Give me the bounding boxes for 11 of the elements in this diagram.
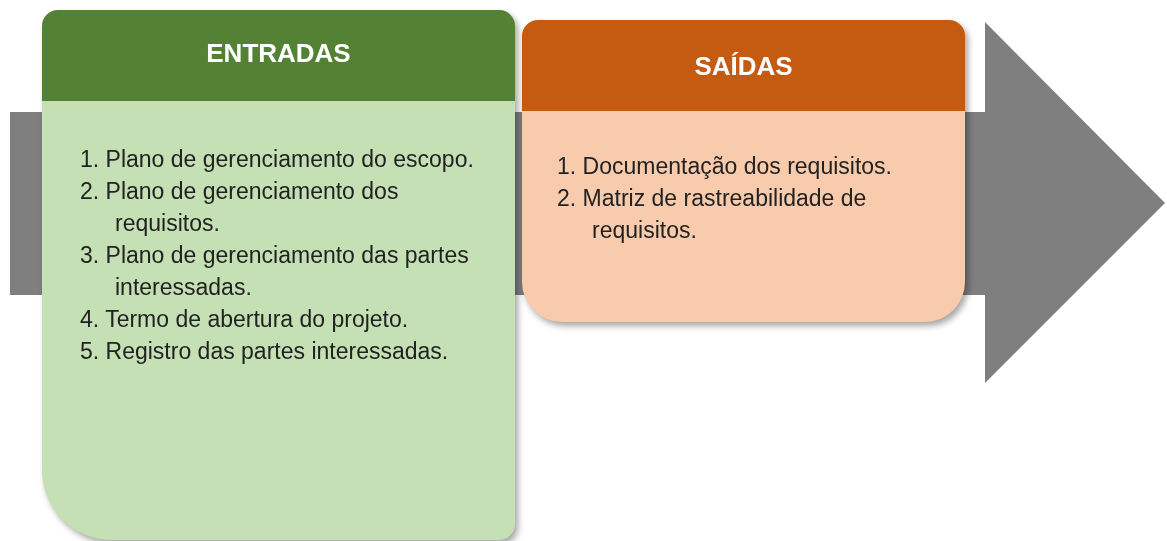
list-item: 1. Documentação dos requisitos. <box>557 152 893 181</box>
list-item: 4. Termo de abertura do projeto. <box>80 305 410 334</box>
list-item: 2. Plano de gerenciamento dos requisitos. <box>80 177 400 238</box>
list-item: 1. Plano de gerenciamento do escopo. <box>80 145 475 174</box>
card <box>42 10 515 540</box>
list-item: 5. Registro das partes interessadas. <box>80 337 450 366</box>
card <box>522 20 965 322</box>
list-item: 2. Matriz de rastreabilidade de requisitos. <box>557 184 868 245</box>
list-item: 3. Plano de gerenciamento das partes interessadas. <box>80 241 470 302</box>
card-header: ENTRADAS <box>42 10 515 101</box>
card-header: SAÍDAS <box>522 20 965 111</box>
